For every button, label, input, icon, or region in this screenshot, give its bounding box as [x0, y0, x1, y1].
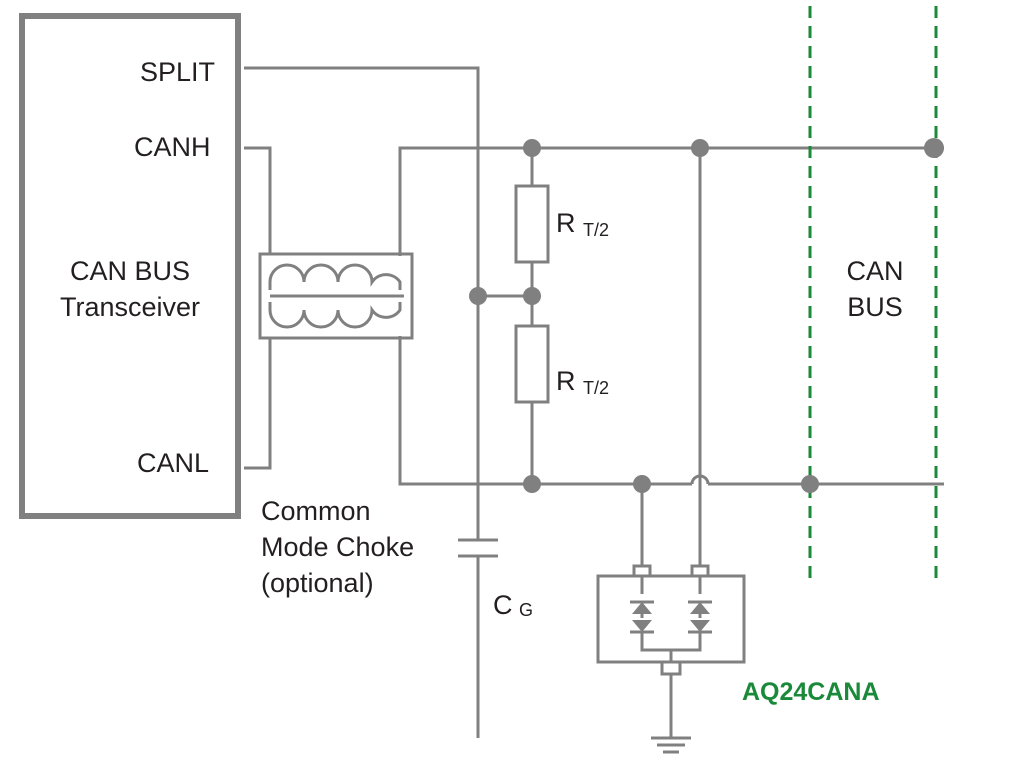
bus-label-line2: BUS — [847, 292, 903, 322]
choke-label-line1: Common — [261, 496, 371, 526]
capacitor-subscript: G — [519, 600, 534, 620]
choke-label-line2: Mode Choke — [261, 532, 415, 562]
resistor-bottom-subscript: T/2 — [583, 378, 610, 398]
resistor-top-symbol: R — [556, 208, 576, 238]
canh-bus-line — [398, 146, 944, 256]
canh-wire — [244, 146, 272, 256]
pin-canl-label: CANL — [137, 448, 210, 478]
resistor-bottom-symbol: R — [556, 366, 576, 396]
pin-canh-label: CANH — [134, 132, 211, 162]
tvs-diode-array — [596, 564, 746, 676]
ground-icon — [651, 674, 691, 754]
bus-label-line1: CAN — [846, 256, 904, 286]
canl-bus-line — [398, 336, 944, 486]
pin-split-label: SPLIT — [140, 57, 216, 87]
transceiver-block — [19, 13, 241, 519]
capacitor-cg — [458, 538, 498, 558]
transceiver-label-line1: CAN BUS — [69, 256, 191, 286]
choke-label-line3: (optional) — [261, 568, 374, 598]
resistor-rt2-bottom — [514, 296, 550, 484]
canl-wire — [244, 336, 272, 470]
capacitor-symbol: C — [493, 590, 513, 620]
split-wire — [244, 66, 480, 738]
resistor-top-subscript: T/2 — [583, 220, 610, 240]
transceiver-label-line2: Transceiver — [59, 292, 201, 322]
common-mode-choke — [258, 252, 414, 340]
resistor-rt2-top — [514, 148, 550, 296]
junction-dots — [469, 138, 944, 493]
tvs-part-number: AQ24CANA — [742, 678, 880, 706]
